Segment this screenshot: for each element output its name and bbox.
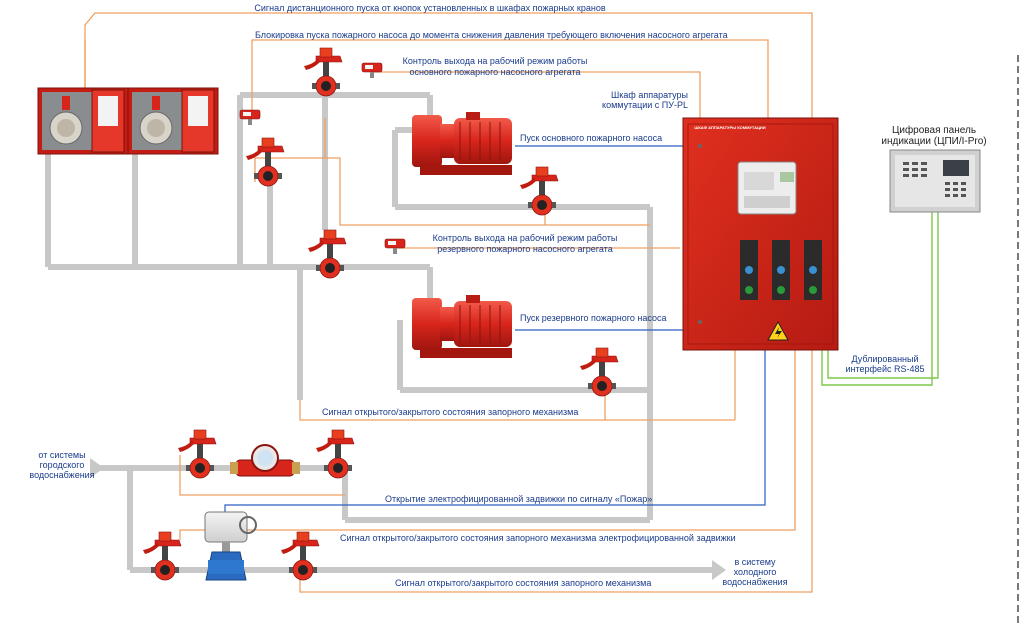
label-reserve-start: Пуск резервного пожарного насоса <box>520 313 667 323</box>
high-voltage-warning-icon <box>767 320 789 341</box>
label-main-start: Пуск основного пожарного насоса <box>520 133 663 143</box>
label-main-control-1: Контроль выхода на рабочий режим работы <box>402 56 588 66</box>
signal-lines-green <box>821 212 939 386</box>
main-pump-icon <box>412 112 512 175</box>
label-rs485-2: интерфейс RS-485 <box>845 364 925 374</box>
fire-hose-cabinet-1 <box>37 87 129 155</box>
label-valve-state-2: Сигнал открытого/закрытого состояния зап… <box>395 578 652 588</box>
pressure-switch-icon <box>361 62 383 79</box>
label-cabinet-2: коммутации с ПУ-PL <box>602 100 688 110</box>
water-meter-icon <box>230 444 300 477</box>
label-main-control-2: основного пожарного насосного агрегата <box>409 67 581 77</box>
label-remote-start: Сигнал дистанционного пуска от кнопок ус… <box>254 3 606 13</box>
label-block-start: Блокировка пуска пожарного насоса до мом… <box>255 30 728 40</box>
label-panel-2: индикации (ЦПИ/I-Pro) <box>881 136 987 147</box>
fire-hose-cabinet-2 <box>127 87 219 155</box>
butterfly-valve-icon <box>245 137 285 187</box>
label-elec-valve-state: Сигнал открытого/закрытого состояния зап… <box>340 533 736 543</box>
indication-panel-icon <box>889 149 981 213</box>
outlet-arrow-icon <box>712 560 726 580</box>
label-dest-2: холодного <box>733 567 777 577</box>
label-dest-3: водоснабжения <box>722 577 788 587</box>
pressure-switch-icon <box>384 238 406 255</box>
label-panel-1: Цифровая панель <box>891 125 977 136</box>
label-cabinet-1: Шкаф аппаратуры <box>611 90 688 100</box>
signal-lines-orange <box>84 12 813 593</box>
gate-valve-icon <box>204 511 257 581</box>
label-reserve-control-2: резервного пожарного насосного агрегата <box>437 244 613 254</box>
butterfly-valve-icon <box>303 47 343 97</box>
label-source-3: водоснабжения <box>29 470 95 480</box>
reserve-pump-icon <box>412 295 512 358</box>
label-rs485-1: Дублированный <box>851 354 919 364</box>
label-valve-state-1: Сигнал открытого/закрытого состояния зап… <box>322 407 579 417</box>
label-reserve-control-1: Контроль выхода на рабочий режим работы <box>432 233 618 243</box>
cabinet-plate-label: ШКАФ АППАРАТУРЫ КОММУТАЦИИ <box>694 125 766 130</box>
label-dest-1: в систему <box>734 557 776 567</box>
pipe-network <box>45 92 715 573</box>
butterfly-valve-icon <box>307 229 347 279</box>
inlet-arrow-icon <box>90 458 104 478</box>
label-source-2: городского <box>39 460 85 470</box>
label-fire-open: Открытие электрофицированной задвижки по… <box>385 494 653 504</box>
label-source-1: от системы <box>38 450 86 460</box>
cabinet-modules <box>740 240 822 300</box>
control-cabinet-icon <box>682 117 839 351</box>
